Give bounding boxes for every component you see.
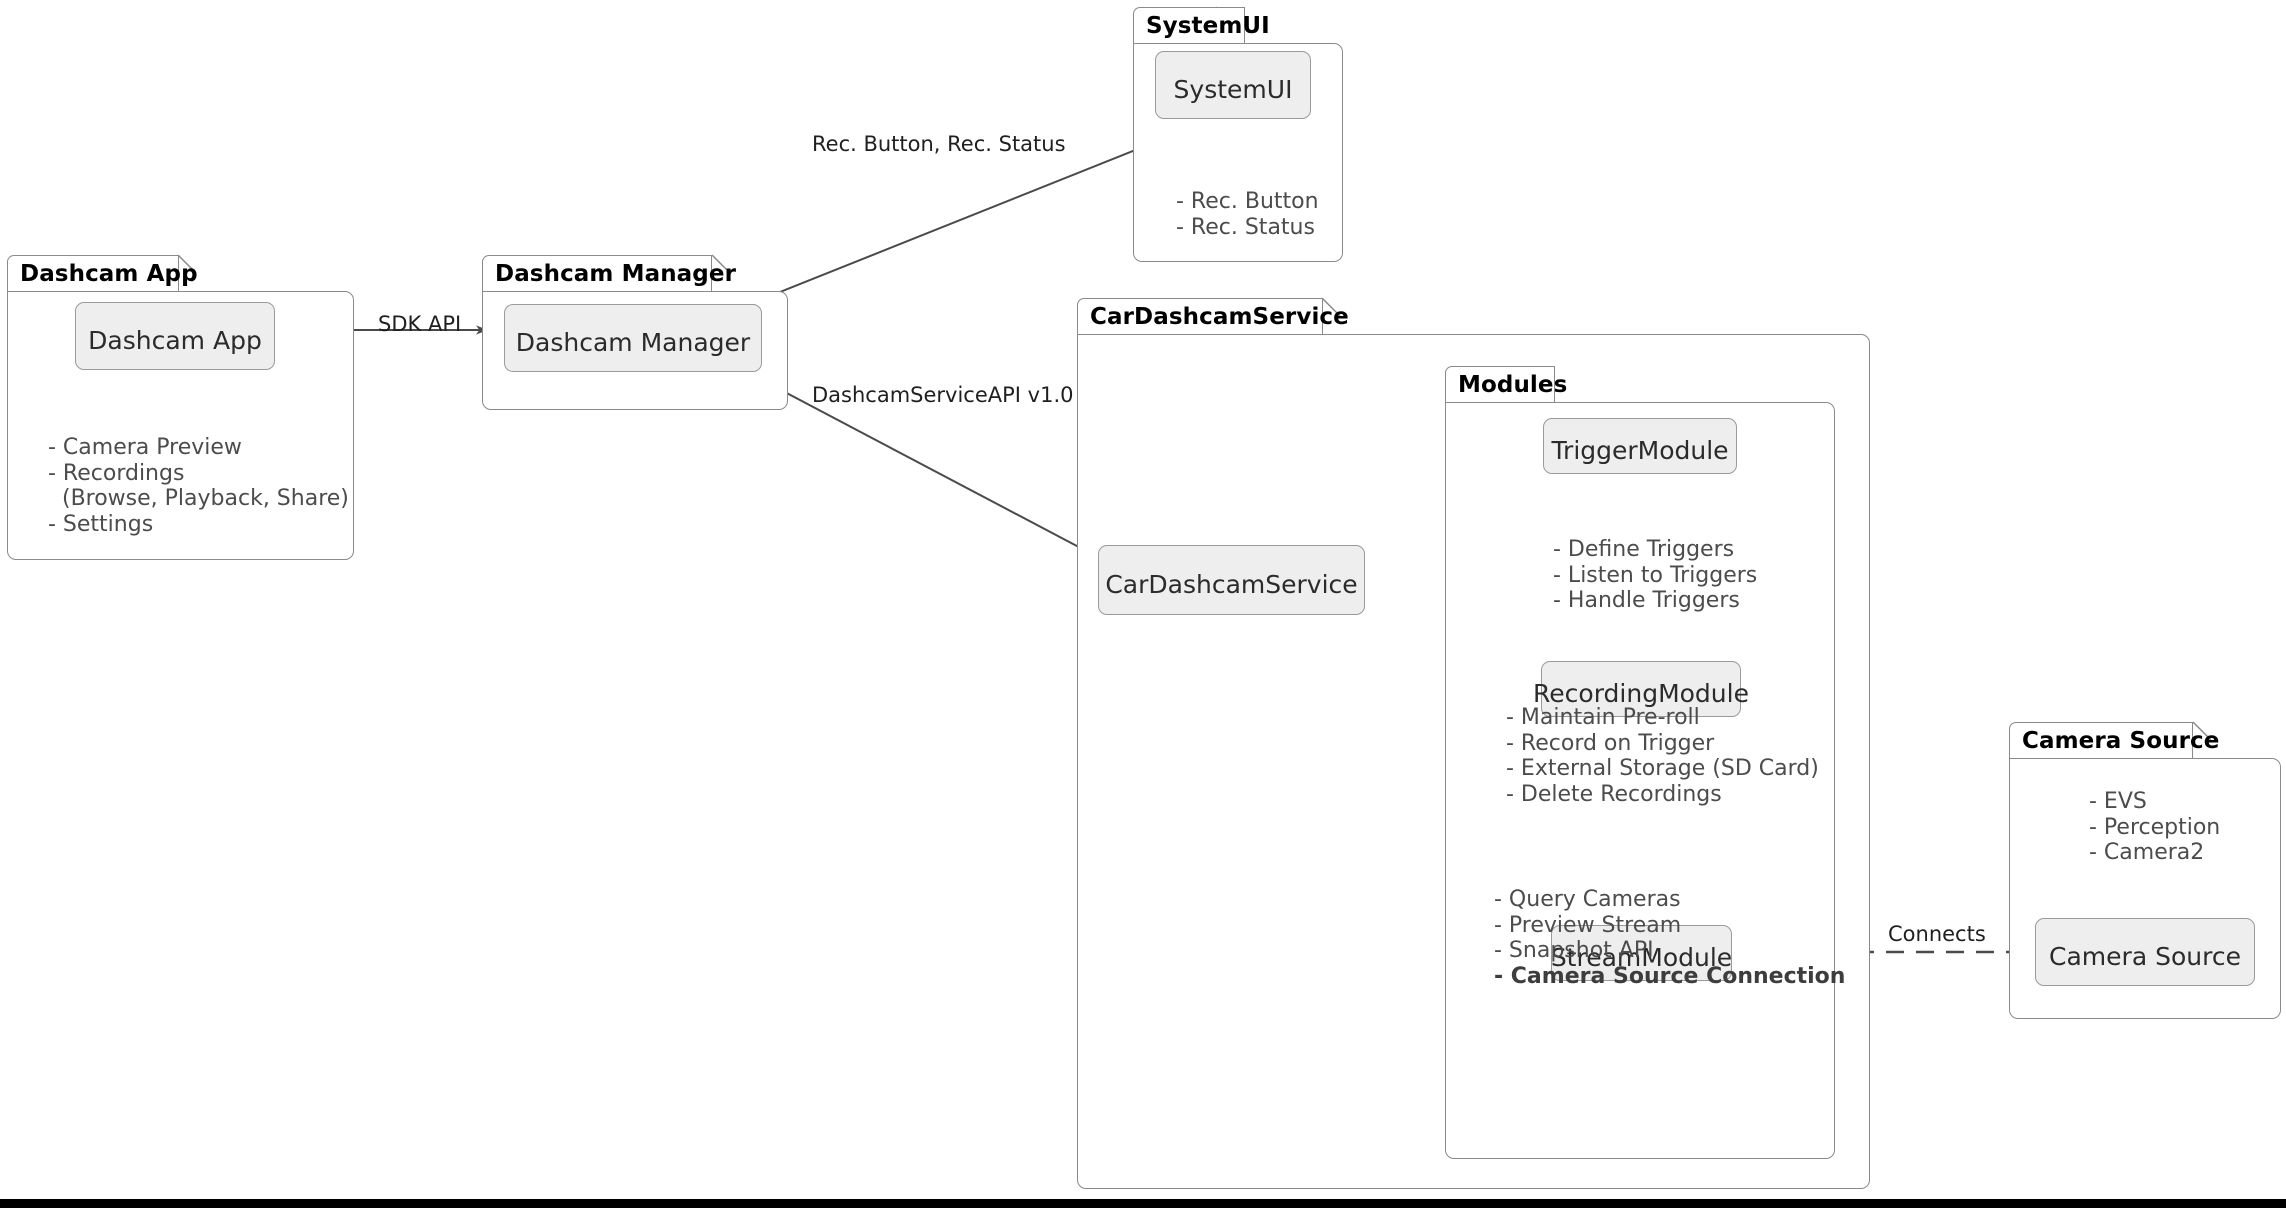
component-dashcam-app[interactable]: Dashcam App bbox=[75, 302, 275, 370]
package-tab-dashcam-manager: Dashcam Manager bbox=[482, 255, 736, 291]
edge-label-dashcam-service-api: DashcamServiceAPI v1.0 bbox=[812, 383, 1074, 407]
note-text-dashcam-app: - Camera Preview - Recordings (Browse, P… bbox=[48, 435, 349, 537]
note-text-stream-module: - Query Cameras - Preview Stream - Snaps… bbox=[1478, 876, 1845, 989]
component-label-camera-source: Camera Source bbox=[2049, 941, 2241, 971]
note-recording-module: - Maintain Pre-roll - Record on Trigger … bbox=[1490, 694, 1819, 807]
component-label-dashcam-manager: Dashcam Manager bbox=[515, 327, 751, 357]
package-title-car-dashcam-service: CarDashcamService bbox=[1090, 303, 1349, 330]
note-text-trigger-module: - Define Triggers - Listen to Triggers -… bbox=[1553, 537, 1758, 613]
edge-label-rec-button-status: Rec. Button, Rec. Status bbox=[812, 132, 1066, 156]
package-title-camera-source: Camera Source bbox=[2022, 727, 2220, 754]
package-modules: Modules bbox=[1445, 366, 1835, 1159]
component-label-dashcam-app: Dashcam App bbox=[88, 325, 262, 355]
edge-label-sdk-api: SDK API bbox=[378, 312, 462, 336]
component-label-trigger-module: TriggerModule bbox=[1551, 435, 1729, 465]
package-tab-modules: Modules bbox=[1445, 366, 1567, 402]
note-text-recording-module: - Maintain Pre-roll - Record on Trigger … bbox=[1506, 705, 1819, 807]
note-trigger-module: - Define Triggers - Listen to Triggers -… bbox=[1537, 526, 1758, 613]
component-camera-source[interactable]: Camera Source bbox=[2035, 918, 2255, 986]
component-label-recording-module: RecordingModule bbox=[1533, 678, 1749, 708]
component-recording-module[interactable]: RecordingModule bbox=[1533, 661, 1749, 717]
note-text-camera-source: - EVS - Perception - Camera2 bbox=[2089, 789, 2221, 865]
note-line-snapshot-api: - Snapshot API bbox=[1494, 938, 1654, 963]
edge-label-connects: Connects bbox=[1888, 922, 1986, 946]
component-stream-module[interactable]: StreamModule bbox=[1551, 925, 1732, 981]
edge-rec-button-status bbox=[759, 144, 1149, 301]
note-camera-source: - EVS - Perception - Camera2 bbox=[2073, 778, 2234, 865]
package-tab-car-dashcam-service: CarDashcamService bbox=[1077, 298, 1349, 334]
package-title-dashcam-app: Dashcam App bbox=[20, 260, 198, 287]
component-label-system-ui: SystemUI bbox=[1173, 74, 1293, 104]
bottom-border-bar bbox=[0, 1199, 2286, 1208]
package-title-dashcam-manager: Dashcam Manager bbox=[495, 260, 737, 287]
package-body-modules bbox=[1445, 402, 1835, 1159]
note-stream-module: - Query Cameras - Preview Stream - Snaps… bbox=[1478, 876, 1845, 989]
note-dashcam-app: - Camera Preview - Recordings (Browse, P… bbox=[32, 424, 349, 537]
component-dashcam-manager[interactable]: Dashcam Manager bbox=[504, 304, 762, 372]
note-text-system-ui: - Rec. Button - Rec. Status bbox=[1176, 189, 1319, 240]
package-title-system-ui: SystemUI bbox=[1146, 12, 1270, 39]
package-tab-system-ui: SystemUI bbox=[1133, 7, 1270, 43]
note-line-camera-source-connection: - Camera Source Connection bbox=[1494, 963, 1846, 989]
package-tab-camera-source: Camera Source bbox=[2009, 722, 2219, 758]
package-tab-dashcam-app: Dashcam App bbox=[7, 255, 198, 291]
component-label-stream-module: StreamModule bbox=[1550, 942, 1733, 972]
component-car-dashcam-service[interactable]: CarDashcamService bbox=[1098, 545, 1365, 615]
component-trigger-module[interactable]: TriggerModule bbox=[1543, 418, 1737, 474]
note-line-query-cameras: - Query Cameras bbox=[1494, 887, 1681, 912]
component-system-ui[interactable]: SystemUI bbox=[1155, 51, 1311, 119]
component-label-car-dashcam-service: CarDashcamService bbox=[1105, 569, 1358, 599]
note-line-preview-stream: - Preview Stream bbox=[1494, 912, 1682, 938]
edge-dashcam-service-api bbox=[761, 379, 1093, 555]
note-system-ui: - Rec. Button - Rec. Status bbox=[1160, 178, 1319, 240]
package-title-modules: Modules bbox=[1458, 371, 1568, 398]
